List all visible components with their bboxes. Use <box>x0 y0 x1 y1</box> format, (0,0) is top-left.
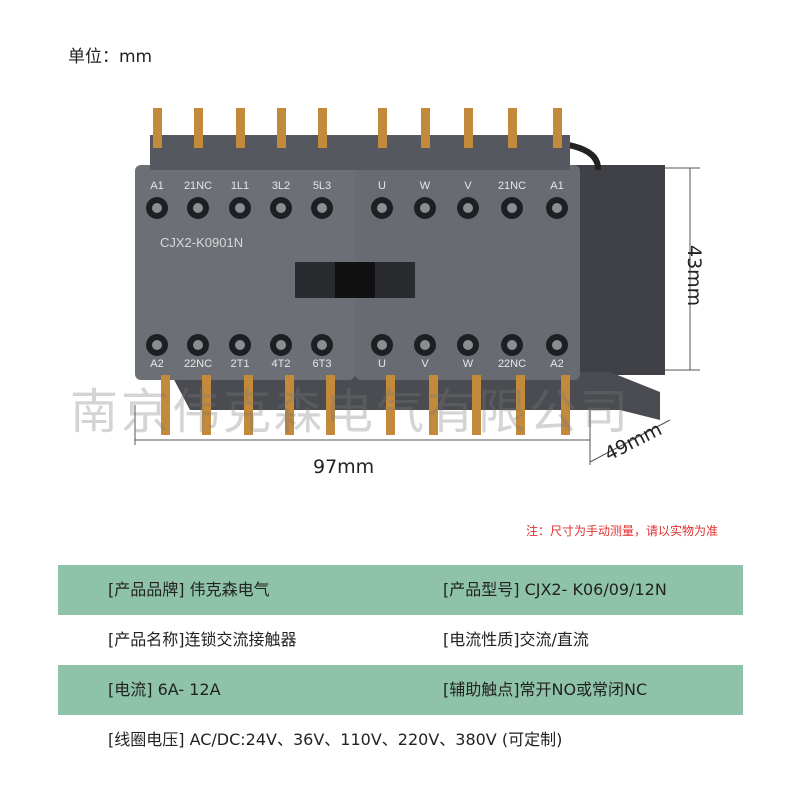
terminal-screw-top-left-3-head <box>276 203 286 213</box>
top-ridge <box>150 135 570 170</box>
terminal-tab-top-right-3 <box>508 108 517 148</box>
interlock-bar <box>335 262 375 298</box>
terminal-screw-bottom-left-3-head <box>276 340 286 350</box>
spec-row-3: [电流] 6A- 12A [辅助触点]常开NO或常闭NC <box>58 665 743 715</box>
terminal-tab-bottom-left-0 <box>161 375 170 435</box>
terminal-label-bottom-right-1: V <box>421 358 429 370</box>
terminal-screw-top-left-1-head <box>193 203 203 213</box>
terminal-label-top-right-0: U <box>378 180 386 192</box>
terminal-tab-bottom-left-1 <box>202 375 211 435</box>
terminal-tab-bottom-left-2 <box>244 375 253 435</box>
terminal-label-bottom-right-0: U <box>378 358 386 370</box>
terminal-label-top-left-0: A1 <box>150 180 163 192</box>
terminal-tab-top-left-0 <box>153 108 162 148</box>
left-module <box>135 165 355 380</box>
terminal-tab-bottom-right-4 <box>561 375 570 435</box>
unit-label: 单位：mm <box>68 47 153 67</box>
spec-brand: [产品品牌] 伟克森电气 <box>108 580 270 599</box>
terminal-screw-bottom-left-0-head <box>152 340 162 350</box>
width-label: 97mm <box>313 456 375 478</box>
watermark: 南京伟克森电气有限公司 <box>70 384 632 440</box>
terminal-screw-bottom-right-1-head <box>420 340 430 350</box>
terminal-screw-bottom-right-4-head <box>552 340 562 350</box>
terminal-screw-bottom-right-3-head <box>507 340 517 350</box>
terminal-label-bottom-left-1: 22NC <box>184 358 212 370</box>
terminal-label-bottom-left-4: 6T3 <box>313 358 332 370</box>
spec-row-4: [线圈电压] AC/DC:24V、36V、110V、220V、380V (可定制… <box>58 715 743 765</box>
terminal-tab-bottom-right-1 <box>429 375 438 435</box>
terminal-screw-top-left-4-head <box>317 203 327 213</box>
spec-current: [电流] 6A- 12A <box>108 680 221 699</box>
terminal-label-top-right-2: V <box>464 180 472 192</box>
terminal-label-top-left-3: 3L2 <box>272 180 290 192</box>
spec-coil-voltage: [线圈电压] AC/DC:24V、36V、110V、220V、380V (可定制… <box>108 730 563 749</box>
terminal-label-top-left-4: 5L3 <box>313 180 331 192</box>
terminal-tab-bottom-left-4 <box>326 375 335 435</box>
terminal-label-bottom-right-4: A2 <box>550 358 563 370</box>
terminal-tab-top-right-2 <box>464 108 473 148</box>
measurement-note: 注：尺寸为手动测量，请以实物为准 <box>526 524 719 538</box>
terminal-tab-top-left-1 <box>194 108 203 148</box>
terminal-screw-top-right-2-head <box>463 203 473 213</box>
terminal-tab-bottom-right-3 <box>516 375 525 435</box>
terminal-label-top-right-1: W <box>420 180 431 192</box>
spec-row-1: [产品品牌] 伟克森电气 [产品型号] CJX2- K06/09/12N <box>58 565 743 615</box>
terminal-label-bottom-right-3: 22NC <box>498 358 526 370</box>
spec-model: [产品型号] CJX2- K06/09/12N <box>443 580 667 599</box>
spec-name: [产品名称]连锁交流接触器 <box>108 630 297 649</box>
terminal-screw-top-right-1-head <box>420 203 430 213</box>
terminal-tab-bottom-right-0 <box>386 375 395 435</box>
height-label: 43mm <box>683 245 705 307</box>
terminal-label-top-right-4: A1 <box>550 180 563 192</box>
terminal-screw-bottom-left-2-head <box>235 340 245 350</box>
terminal-screw-top-left-2-head <box>235 203 245 213</box>
terminal-tab-top-right-1 <box>421 108 430 148</box>
terminal-label-bottom-left-0: A2 <box>150 358 163 370</box>
spec-current-type: [电流性质]交流/直流 <box>443 630 589 649</box>
terminal-screw-bottom-right-2-head <box>463 340 473 350</box>
terminal-screw-top-right-3-head <box>507 203 517 213</box>
terminal-tab-top-right-0 <box>378 108 387 148</box>
terminal-tab-bottom-left-3 <box>285 375 294 435</box>
depth-dim-line <box>589 419 671 463</box>
terminal-screw-bottom-left-4-head <box>317 340 327 350</box>
terminal-screw-top-left-0-head <box>152 203 162 213</box>
terminal-label-bottom-right-2: W <box>463 358 474 370</box>
terminal-label-bottom-left-2: 2T1 <box>231 358 250 370</box>
right-module <box>355 165 580 380</box>
spec-row-2: [产品名称]连锁交流接触器 [电流性质]交流/直流 <box>58 615 743 665</box>
terminal-label-top-right-3: 21NC <box>498 180 526 192</box>
terminal-label-top-left-2: 1L1 <box>231 180 249 192</box>
spec-aux-contact: [辅助触点]常开NO或常闭NC <box>443 680 648 699</box>
terminal-label-top-left-1: 21NC <box>184 180 212 192</box>
terminal-tab-top-right-4 <box>553 108 562 148</box>
model-print: CJX2-K0901N <box>160 235 243 250</box>
terminal-screw-bottom-left-1-head <box>193 340 203 350</box>
terminal-tab-top-left-3 <box>277 108 286 148</box>
terminal-tab-top-left-2 <box>236 108 245 148</box>
terminal-screw-top-right-4-head <box>552 203 562 213</box>
terminal-screw-bottom-right-0-head <box>377 340 387 350</box>
terminal-tab-bottom-right-2 <box>472 375 481 435</box>
terminal-label-bottom-left-3: 4T2 <box>272 358 291 370</box>
terminal-screw-top-right-0-head <box>377 203 387 213</box>
terminal-tab-top-left-4 <box>318 108 327 148</box>
